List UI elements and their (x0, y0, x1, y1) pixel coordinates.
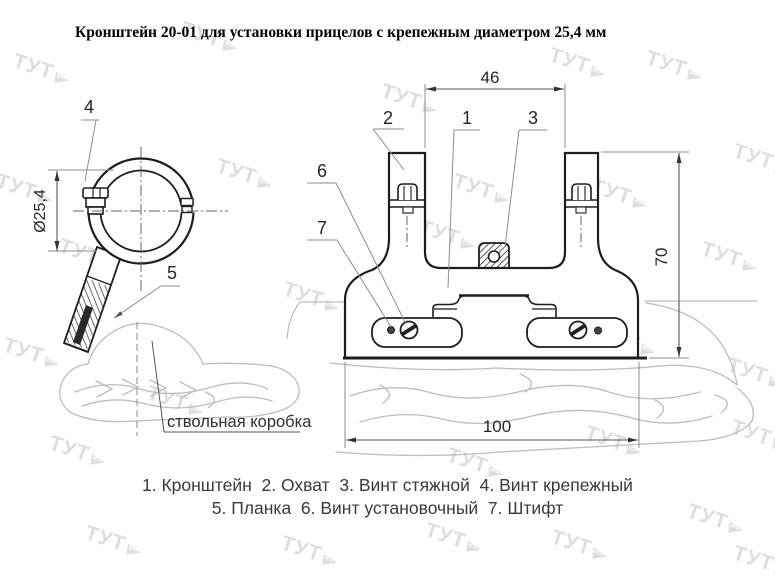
drawing-title: Кронштейн 20-01 для установки прицелов с… (75, 24, 607, 41)
callout-7: 7 (307, 218, 392, 328)
dimension-bottom-width: 100 (344, 362, 640, 448)
callout-5: 5 (113, 263, 180, 319)
dimension-side-height: 70 (601, 151, 689, 359)
front-view: 46 70 100 2 (286, 68, 758, 457)
callout-6-label: 6 (317, 161, 327, 181)
base-pockets (371, 317, 628, 348)
dim-bottom-width: 100 (483, 417, 511, 436)
receiver-sketch-right (286, 300, 758, 457)
legend-line-1: 1. Кронштейн 2. Охват 3. Винт стяжной 4.… (142, 475, 633, 495)
left-view-side: Ø25,4 4 5 ствольная коробка (32, 97, 312, 436)
clamp-screw-block (478, 242, 510, 269)
receiver-sketch-left (59, 322, 300, 423)
dimension-diameter: Ø25,4 (32, 169, 114, 252)
callout-3: 3 (504, 108, 547, 248)
dim-side-height: 70 (652, 248, 671, 267)
post-bolts (389, 183, 598, 214)
hinge-block (180, 197, 194, 207)
clamp-arm (62, 245, 123, 354)
receiver-label: ствольная коробка (167, 413, 312, 431)
callout-2-label: 2 (383, 108, 393, 128)
pin-left (387, 326, 395, 334)
clamp-ring (73, 147, 228, 293)
legend-line-2: 5. Планка 6. Винт установочный 7. Штифт (211, 498, 564, 518)
dimension-top-width: 46 (424, 68, 566, 148)
dim-clamp-diameter: Ø25,4 (32, 189, 49, 233)
callout-1: 1 (447, 108, 480, 289)
callout-1-label: 1 (462, 108, 472, 128)
callout-5-label: 5 (167, 263, 177, 283)
set-screw-left (399, 320, 419, 340)
dim-top-width: 46 (481, 68, 500, 87)
pin-right (594, 326, 602, 335)
planka-slot (73, 305, 93, 345)
bridge-tab (432, 294, 557, 317)
callout-4-label: 4 (84, 97, 94, 117)
bracket-body (343, 151, 640, 360)
receiver-label-group: ствольная коробка (151, 340, 312, 433)
callout-4: 4 (81, 97, 99, 182)
callout-6: 6 (307, 161, 407, 325)
set-screw-right (568, 320, 588, 340)
parts-legend: 1. Кронштейн 2. Охват 3. Винт стяжной 4.… (0, 474, 775, 520)
callout-7-label: 7 (317, 218, 327, 238)
callout-3-label: 3 (528, 108, 538, 128)
callout-2: 2 (372, 108, 405, 171)
